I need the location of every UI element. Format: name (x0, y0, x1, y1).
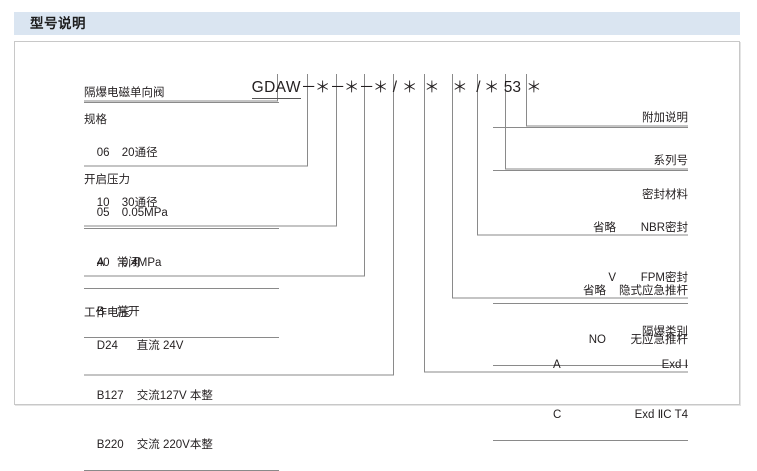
model-code-token-9: ＊ (447, 75, 473, 97)
group-explosion-proof-class-head: 隔爆类别 (493, 324, 688, 341)
group-series-number-head: 系列号 (493, 153, 688, 171)
voltage-code-1: B127 (97, 388, 137, 405)
exd-desc-0: Exd Ⅰ (613, 357, 688, 374)
pressure-code-0: 05 (97, 205, 122, 222)
model-code-token-12: 53 (499, 79, 526, 97)
model-code: GDAW－＊－＊－＊/＊＊＊/＊53＊ (243, 57, 542, 99)
group-product-name: 隔爆电磁单向阀 (84, 85, 279, 103)
group-specification-head: 规格 (84, 112, 279, 129)
valve-state-code-0: A (97, 255, 117, 272)
group-seal-material-head: 密封材料 (493, 187, 688, 204)
model-code-token-0: － (301, 75, 315, 97)
exd-desc-1: Exd ⅡC T4 (613, 407, 688, 424)
spec-desc-0: 20通径 (122, 147, 158, 159)
model-code-token-2: － (330, 75, 344, 97)
group-working-voltage-head: 工作电压 (84, 305, 279, 322)
seal-desc-0: NBR密封 (616, 220, 688, 237)
exd-code-0: A (553, 357, 613, 374)
voltage-desc-1: 交流127V 本整 (137, 390, 213, 402)
voltage-desc-2: 交流 220V本整 (137, 439, 213, 451)
valve-state-desc-0: 常闭 (117, 257, 140, 269)
exd-code-1: C (553, 407, 613, 424)
voltage-code-0: D24 (97, 338, 137, 355)
seal-code-0: 省略 (572, 220, 616, 237)
group-emergency-push-rod-row-0: 省略隐式应急推杆 (493, 266, 688, 316)
page-title: 型号说明 (30, 14, 86, 33)
model-code-token-10: / (473, 79, 484, 97)
model-code-token-5: ＊ (373, 75, 388, 97)
rod-desc-0: 隐式应急推杆 (606, 283, 688, 300)
model-code-token-8: ＊ (417, 75, 447, 97)
model-code-token-7: ＊ (402, 75, 417, 97)
rod-code-0: 省略 (566, 283, 606, 300)
model-code-token-1: ＊ (315, 75, 330, 97)
pressure-desc-0: 0.05MPa (122, 207, 168, 219)
voltage-desc-0: 直流 24V (137, 340, 184, 352)
model-code-token-13: ＊ (526, 75, 542, 97)
model-code-token-11: ＊ (484, 75, 499, 97)
group-product-name-head: 隔爆电磁单向阀 (84, 85, 279, 103)
model-code-token-3: ＊ (344, 75, 359, 97)
section-header-bar (14, 12, 740, 35)
group-additional-note-head: 附加说明 (493, 110, 688, 128)
group-opening-pressure-head: 开启压力 (84, 172, 279, 189)
voltage-code-2: B220 (97, 437, 137, 454)
model-code-token-6: / (388, 79, 402, 97)
group-series-number: 系列号 (493, 153, 688, 171)
model-code-token-4: － (359, 75, 373, 97)
spec-code-0: 06 (97, 145, 122, 162)
group-additional-note: 附加说明 (493, 110, 688, 128)
